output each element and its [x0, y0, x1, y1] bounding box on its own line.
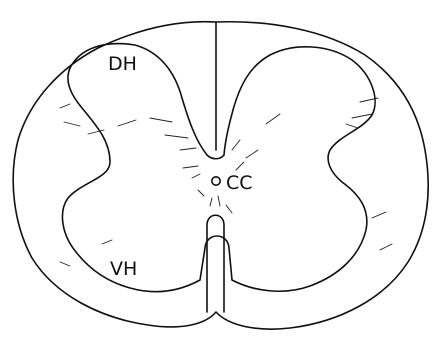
hatch-stroke — [246, 150, 258, 158]
hatch-stroke — [226, 205, 232, 213]
hatch-stroke — [372, 212, 386, 218]
central-canal-label: CC — [226, 172, 253, 194]
ventral-horn-label: VH — [110, 258, 137, 280]
hatch-stroke — [150, 118, 172, 122]
hatch-stroke — [60, 262, 70, 266]
hatch-stroke — [192, 174, 200, 178]
hatch-stroke — [180, 148, 196, 150]
hatch-stroke — [346, 124, 358, 128]
grey-matter-outline — [62, 44, 375, 292]
ventral-median-fissure — [207, 215, 224, 312]
central-canal-circle — [212, 177, 220, 185]
hatch-stroke — [183, 166, 198, 168]
hatch-stroke — [102, 240, 112, 244]
hatch-stroke — [266, 114, 280, 124]
hatch-stroke — [352, 114, 372, 118]
grey-commissure-upper — [207, 155, 224, 159]
hatch-stroke — [232, 140, 240, 150]
hatch-stroke — [380, 244, 392, 250]
spinal-cord-outer-boundary — [13, 22, 428, 329]
hatch-stroke — [64, 122, 80, 126]
hatch-stroke — [198, 190, 204, 196]
hatch-stroke — [118, 120, 136, 126]
hatch-stroke — [210, 198, 212, 206]
dorsal-horn-label: DH — [108, 53, 137, 75]
hatch-stroke — [236, 162, 244, 170]
hatch-stroke — [60, 104, 70, 108]
hatch-stroke — [218, 196, 220, 206]
hatch-stroke — [165, 135, 188, 138]
